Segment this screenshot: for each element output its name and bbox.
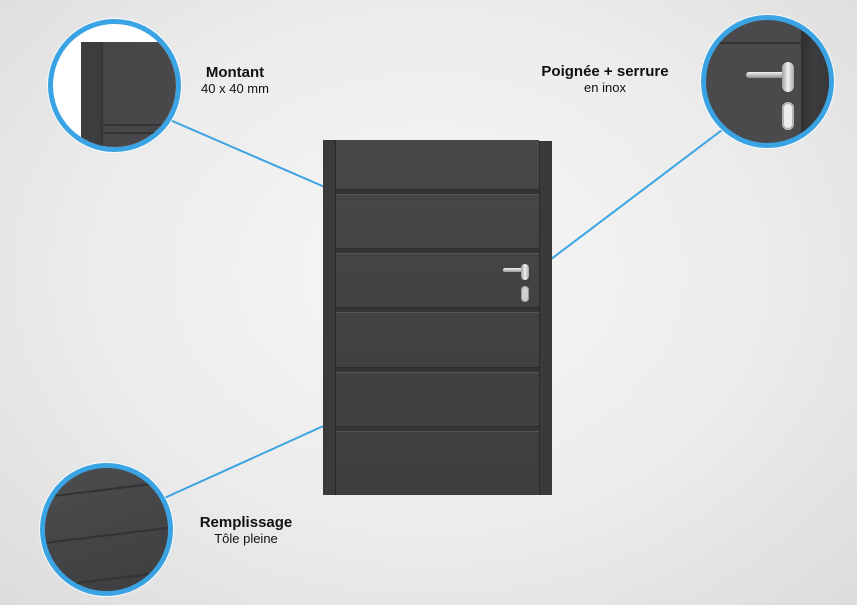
door-post-right — [539, 141, 552, 495]
zoom-handle-rose — [782, 62, 794, 92]
label-remplissage-subtitle: Tôle pleine — [214, 531, 278, 546]
door-post-left — [323, 140, 336, 495]
label-poignee: Poignée + serrure en inox — [520, 63, 690, 95]
zoom-door-edge — [801, 20, 829, 143]
zoom-groove — [101, 124, 176, 126]
zoom-circle-montant — [48, 19, 181, 152]
door — [323, 140, 552, 495]
label-remplissage: Remplissage Tôle pleine — [185, 514, 307, 546]
connector-poignee — [537, 129, 723, 270]
zoom-post — [81, 42, 176, 147]
label-poignee-subtitle: en inox — [584, 80, 626, 95]
zoom-groove — [101, 132, 176, 134]
door-groove — [336, 307, 539, 313]
label-poignee-title: Poignée + serrure — [541, 63, 669, 80]
door-groove — [336, 248, 539, 254]
zoom-groove — [706, 42, 806, 44]
zoom-circle-remplissage — [40, 463, 173, 596]
zoom-circle-poignee — [701, 15, 834, 148]
door-groove — [336, 189, 539, 195]
door-panel — [336, 140, 539, 495]
label-montant-subtitle: 40 x 40 mm — [201, 81, 269, 96]
handle-rose — [521, 264, 529, 280]
door-groove — [336, 367, 539, 373]
label-remplissage-title: Remplissage — [199, 514, 293, 531]
zoom-keyhole-icon — [782, 102, 794, 130]
keyhole-icon — [521, 286, 529, 302]
label-montant: Montant 40 x 40 mm — [190, 64, 280, 96]
handle-lever — [503, 268, 527, 272]
connector-montant — [169, 119, 328, 189]
label-montant-title: Montant — [205, 64, 265, 81]
zoom-handle-lever — [746, 72, 791, 78]
door-groove — [336, 426, 539, 432]
